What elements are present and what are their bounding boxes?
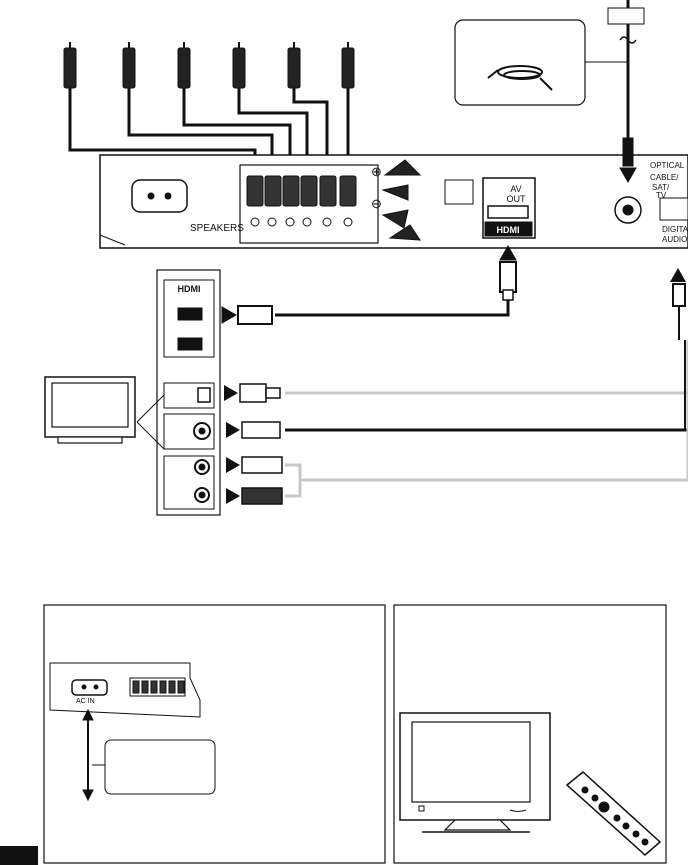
- ac-power-cord-icon: [82, 708, 94, 802]
- page-edge-tab: [0, 846, 38, 865]
- remote-control-icon: [565, 771, 662, 856]
- tv-hdmi-logo: HDMI: [178, 284, 201, 294]
- tv-callout-lines: [136, 394, 165, 450]
- speakers-label: SPEAKERS: [190, 223, 244, 234]
- digital-label: DIGITAL: [662, 225, 688, 234]
- fan-vent: [381, 159, 422, 241]
- hdmi-title-line1: AV: [510, 184, 521, 194]
- speaker-plug-icon: [177, 42, 191, 89]
- tv-input-panel: [156, 269, 221, 516]
- antenna-cable-inset: [454, 19, 628, 106]
- optical-cable: [224, 268, 688, 403]
- optical-label: OPTICAL: [650, 161, 685, 170]
- lan-port: [444, 179, 474, 205]
- hdmi-cable: [221, 244, 517, 325]
- audio-label: AUDIO: [662, 235, 687, 244]
- ac-in-label: AC IN: [76, 698, 95, 705]
- speaker-plug-icon: [122, 42, 136, 89]
- ac-inlet: [131, 179, 188, 213]
- antenna-cable-icon: [487, 65, 553, 91]
- plus-terminal-label: ⊕: [371, 164, 382, 179]
- speaker-plug-icon: [287, 42, 301, 89]
- digital-audio-port: [659, 197, 688, 221]
- main-unit-rear-panel: [99, 154, 688, 249]
- speaker-plug-icon: [63, 42, 77, 89]
- speaker-plug-icon: [341, 42, 355, 89]
- ac-power-box: [43, 604, 386, 864]
- sat-label: SAT/: [652, 183, 670, 192]
- antenna-cable: [607, 0, 645, 184]
- hdmi-title-line2: OUT: [507, 194, 527, 204]
- hdmi-logo: HDMI: [497, 225, 520, 235]
- speaker-wires: [68, 88, 350, 165]
- cable-label: CABLE/: [650, 173, 679, 182]
- speaker-plug-icon: [232, 42, 246, 89]
- minus-terminal-label: ⊖: [371, 196, 382, 211]
- speaker-plugs: [63, 42, 355, 89]
- tv-icon: [44, 376, 136, 444]
- analog-audio-cables: [226, 340, 688, 505]
- tv-label: TV: [656, 191, 667, 200]
- coaxial-cable: [226, 340, 688, 439]
